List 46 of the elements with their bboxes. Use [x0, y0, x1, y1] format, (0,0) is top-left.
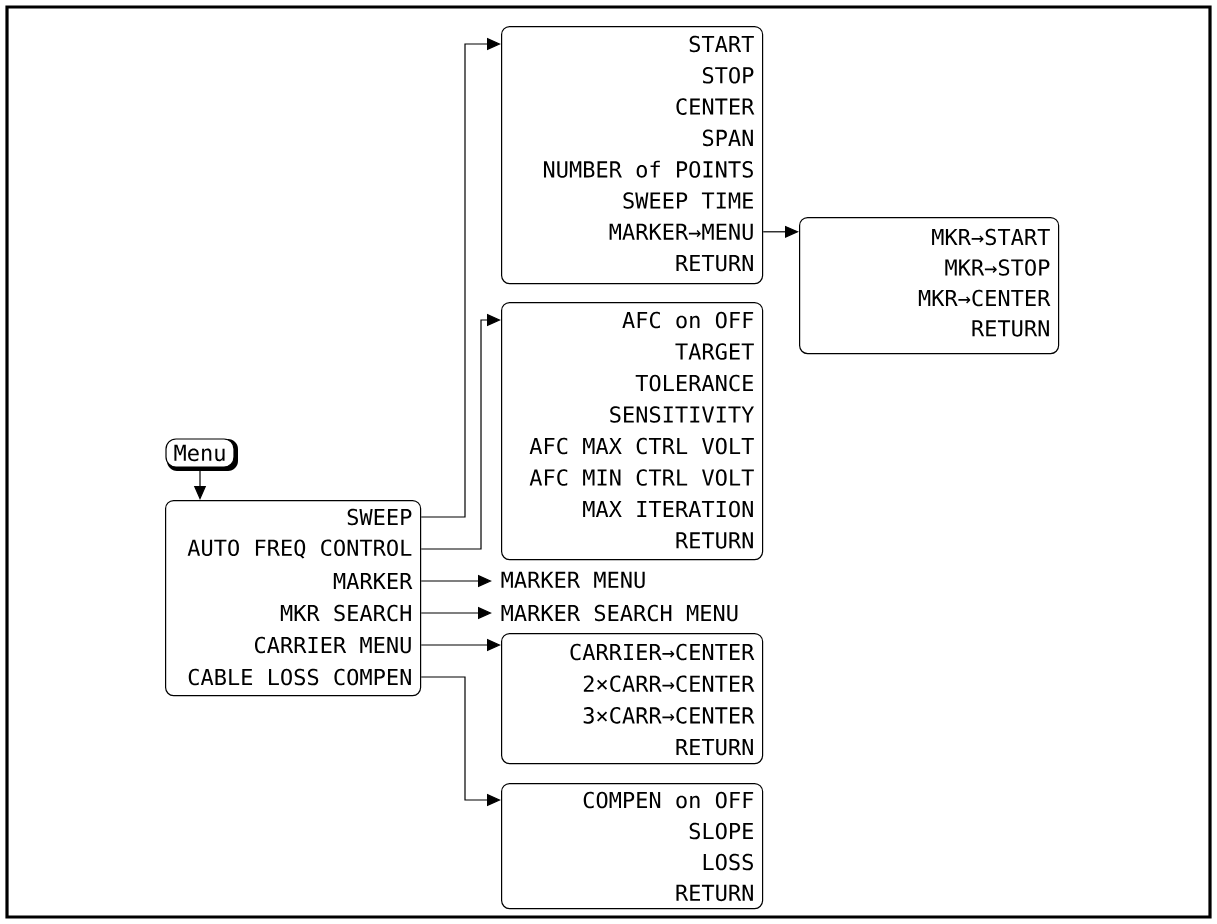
menu-item: 3×CARR→CENTER [583, 707, 755, 724]
menu-box [501, 783, 764, 910]
menu-item: START [689, 35, 754, 53]
menu-item: STOP [702, 67, 754, 84]
menu-label: MARKER SEARCH MENU [501, 604, 738, 622]
menu-item: SENSITIVITY [610, 406, 754, 423]
arrow [762, 225, 799, 238]
arrow [420, 313, 501, 550]
menu-item: RETURN [676, 738, 753, 756]
menu-item: RETURN [676, 884, 753, 902]
menu-item: SLOPE [689, 822, 753, 840]
menu-item: LOSS [703, 853, 753, 871]
menu-item: TARGET [675, 343, 754, 360]
menu-item: CENTER [676, 98, 755, 115]
menu-item: RETURN [676, 254, 753, 272]
menu-item: CARRIER MENU [254, 636, 411, 654]
menu-item: SWEEP [347, 508, 412, 526]
menu-item: SWEEP TIME [623, 192, 753, 209]
menu-item: AFC on OFF [622, 311, 754, 329]
menu-item: COMPEN on OFF [583, 791, 754, 809]
menu-box [501, 302, 764, 561]
menu-item: CARRIER→CENTER [570, 643, 755, 661]
arrow [420, 37, 501, 518]
menu-item: RETURN [676, 532, 753, 549]
menu-item: MAX ITERATION [583, 500, 753, 518]
menu-item: 2×CARR→CENTER [583, 675, 755, 692]
menu-key: Menu [165, 438, 238, 471]
menu-item: NUMBER of POINTS [544, 160, 753, 178]
menu-item: SPAN [702, 129, 753, 147]
menu-label: MARKER MENU [501, 571, 645, 589]
menu-item: MKR→START [932, 228, 1050, 246]
menu-item: AUTO FREQ CONTROL [187, 539, 412, 559]
menu-item: CABLE LOSS COMPEN [188, 668, 411, 686]
menu-box [165, 500, 422, 697]
menu-item: MARKER→MENU [609, 223, 753, 240]
menu-item: AFC MAX CTRL VOLT [529, 437, 754, 455]
menu-item: MARKER [333, 573, 413, 589]
menu-box [501, 633, 764, 765]
menu-item: RETURN [972, 320, 1049, 337]
menu-item: MKR SEARCH [280, 604, 411, 622]
menu-item: AFC MIN CTRL VOLT [529, 469, 754, 486]
menu-box [501, 26, 764, 285]
menu-item: MKR→CENTER [918, 289, 1051, 307]
menu-item: MKR→STOP [945, 259, 1050, 276]
menu-box [799, 217, 1060, 355]
menu-item: TOLERANCE [635, 374, 753, 392]
